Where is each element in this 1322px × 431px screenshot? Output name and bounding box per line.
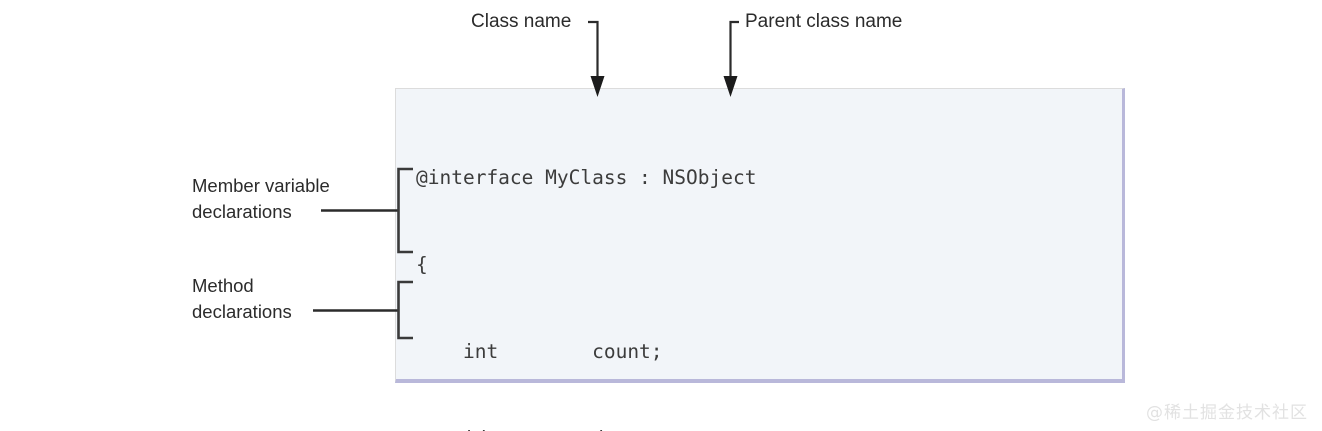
watermark: @稀土掘金技术社区 [1146,403,1308,423]
code-line-ivar-count: int count; [416,340,663,363]
annotation-label-parent-class-name: Parent class name [745,11,903,32]
code-block: @interface MyClass : NSObject { int coun… [416,105,1038,431]
arrow-parent-class-name [723,20,739,97]
annotation-label-method-declarations: Method declarations [192,275,292,322]
annotation-label-member-variable-declarations: Member variable declarations [192,175,330,222]
code-line-ivar-data: id data; [416,424,1038,431]
code-line-open-brace: { [416,253,428,276]
arrow-class-name [588,20,605,97]
annotation-label-class-name: Class name [471,11,572,32]
code-line-interface: @interface MyClass : NSObject [416,166,757,189]
code-panel: @interface MyClass : NSObject { int coun… [395,88,1125,431]
